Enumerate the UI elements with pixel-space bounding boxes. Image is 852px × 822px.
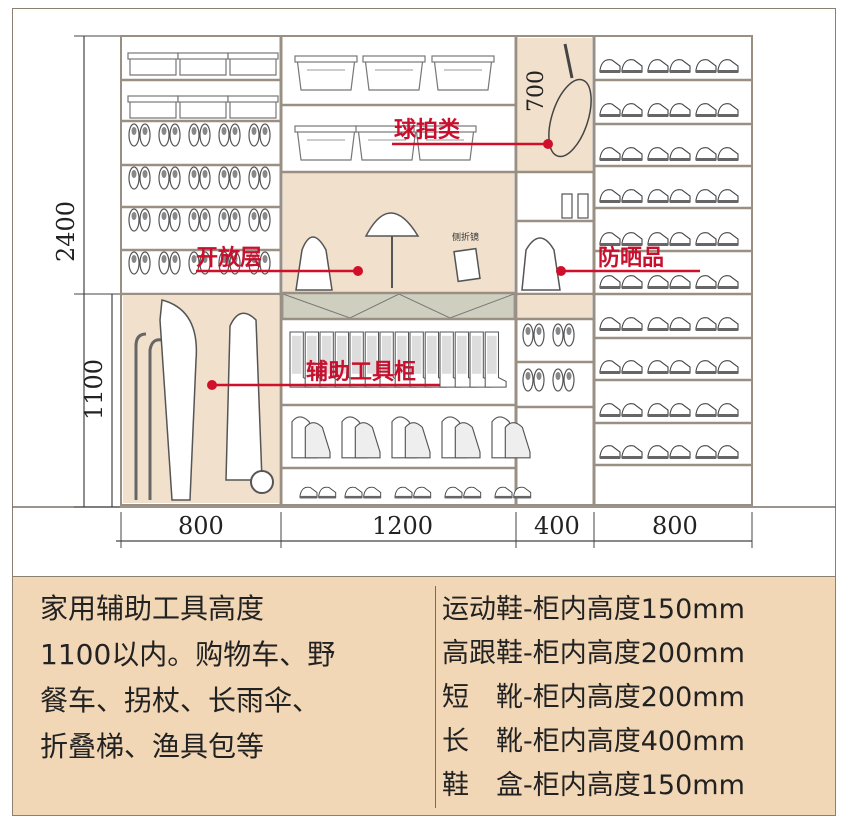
- width-label-2: 1200: [372, 512, 434, 540]
- notes-divider: [435, 586, 436, 808]
- storage-box-icon: [227, 95, 279, 119]
- small-shade: [518, 296, 592, 318]
- callout-tool-dot: [207, 380, 217, 390]
- tool-note-line-2: 1100以内。购物车、野: [40, 638, 336, 671]
- callout-tool-cabinet: 辅助工具柜: [306, 360, 417, 385]
- shoe-height-line-4: 长 靴-柜内高度400mm: [442, 726, 745, 757]
- bottle-icon: [561, 193, 573, 219]
- racket-height-label: 700: [524, 70, 549, 112]
- umbrella-icon: [134, 332, 147, 500]
- mirror-icon: [453, 247, 481, 283]
- callout-sun-dot: [556, 266, 566, 276]
- callout-racket-dot: [543, 139, 553, 149]
- storage-box-icon: [177, 52, 229, 76]
- tool-height-label: 1100: [80, 358, 108, 420]
- storage-box-icon: [177, 95, 229, 119]
- storage-box-icon: [127, 52, 179, 76]
- hat-icon: [364, 212, 420, 237]
- storage-box-icon: [362, 55, 426, 91]
- storage-box-icon: [227, 52, 279, 76]
- shoe-height-line-3: 短 靴-柜内高度200mm: [442, 682, 745, 713]
- storage-box-icon: [431, 55, 495, 91]
- width-label-1: 800: [178, 512, 224, 540]
- shoe-height-line-1: 运动鞋-柜内高度150mm: [442, 594, 745, 625]
- notes-panel: [12, 576, 836, 816]
- callout-open-shelf-dot: [353, 266, 363, 276]
- width-label-4: 800: [652, 512, 698, 540]
- bag-icon: [521, 237, 561, 291]
- callout-open-shelf: 开放层: [196, 246, 263, 271]
- shoe-height-line-5: 鞋 盒-柜内高度150mm: [442, 770, 745, 801]
- middle-band: [282, 292, 515, 320]
- tool-note-line-3: 餐车、拐杖、长雨伞、: [40, 684, 321, 717]
- tool-note-line-1: 家用辅助工具高度: [40, 592, 265, 625]
- tool-note-line-4: 折叠梯、渔具包等: [40, 730, 265, 763]
- callout-racket: 球拍类: [394, 118, 461, 143]
- overall-height-label: 2400: [52, 200, 80, 262]
- width-label-3: 400: [534, 512, 580, 540]
- hanger-label: 侧折镜: [452, 233, 480, 243]
- storage-box-icon: [294, 55, 358, 91]
- umbrella-icon: [159, 299, 198, 501]
- storage-box-icon: [127, 95, 179, 119]
- trolley-wheel: [250, 470, 274, 494]
- callout-sun-protection: 防晒品: [598, 246, 665, 271]
- tennis-racket-icon: [548, 78, 592, 158]
- cane-icon: [148, 338, 163, 500]
- shoe-height-line-2: 高跟鞋-柜内高度200mm: [442, 638, 745, 669]
- shopping-trolley-icon: [225, 312, 263, 481]
- bag-icon: [295, 236, 333, 291]
- storage-box-icon: [294, 125, 358, 161]
- bottle-icon: [577, 193, 589, 219]
- racket-handle: [563, 43, 574, 79]
